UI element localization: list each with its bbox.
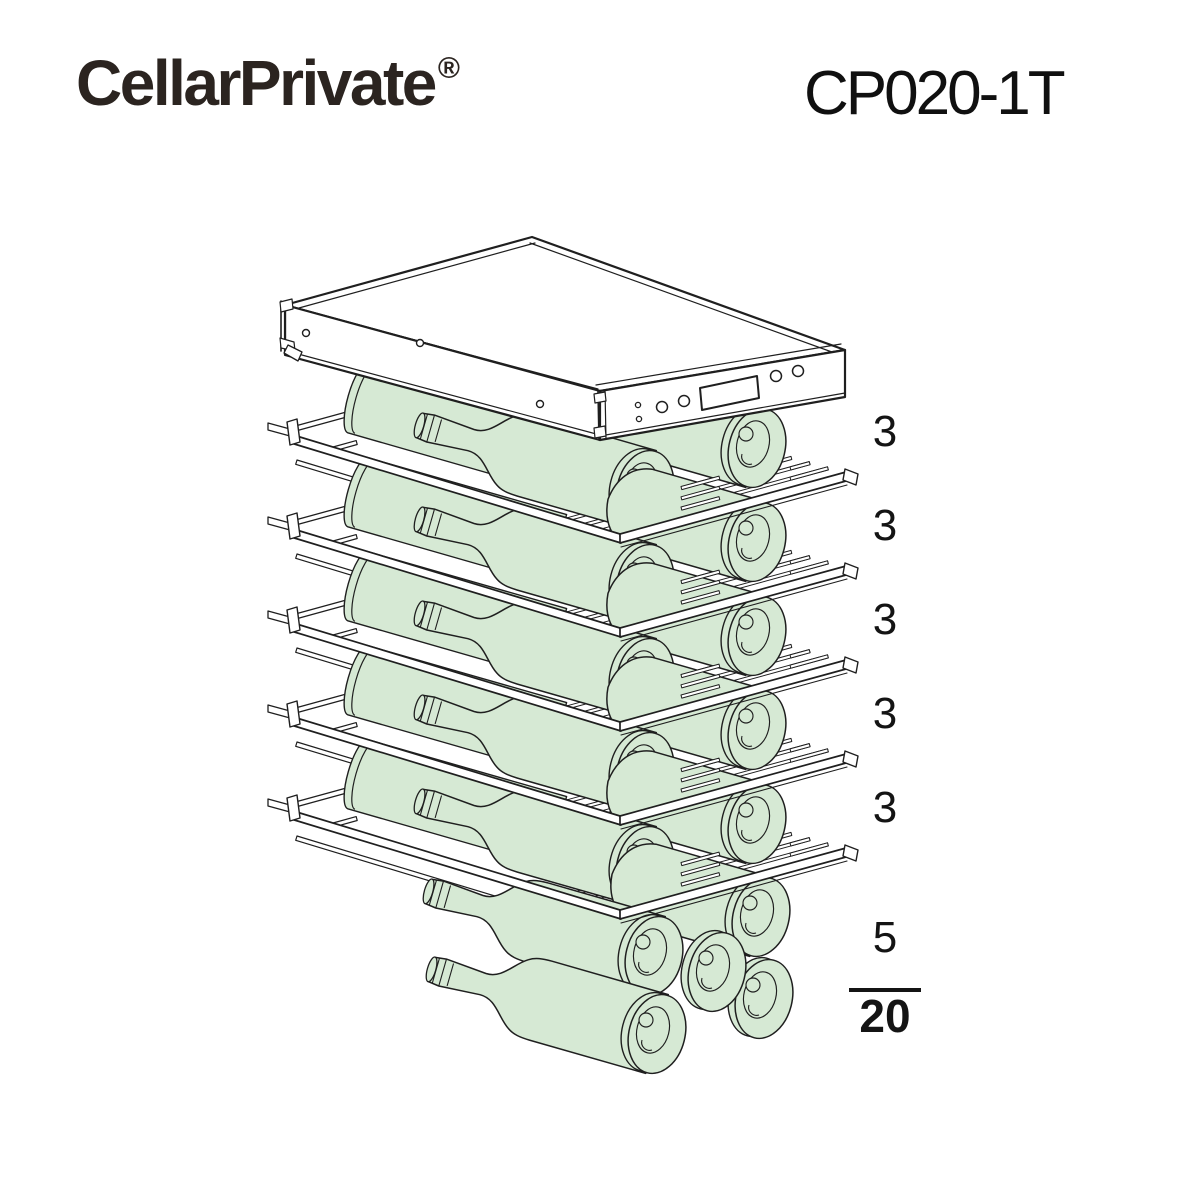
shelf-count-label-4: 3 bbox=[872, 689, 898, 738]
shelf-5 bbox=[267, 794, 859, 924]
loose-count-label: 5 bbox=[872, 913, 898, 962]
shelf-1 bbox=[267, 418, 859, 548]
bottle bbox=[680, 929, 747, 1013]
shelf-2 bbox=[267, 512, 859, 642]
total-divider bbox=[849, 988, 921, 992]
total-count-label: 20 bbox=[859, 990, 911, 1042]
registered-trademark-icon: ® bbox=[437, 52, 460, 85]
shelf-count-label-2: 3 bbox=[872, 501, 898, 550]
cabinet-top bbox=[279, 235, 847, 442]
shelf-count-label-5: 3 bbox=[872, 783, 898, 832]
brand-logo: CellarPrivate® bbox=[76, 46, 460, 120]
shelf-4 bbox=[267, 700, 859, 830]
display-panel bbox=[699, 375, 760, 411]
shelf-count-label-3: 3 bbox=[872, 595, 898, 644]
model-number: CP020-1T bbox=[804, 59, 1066, 128]
shelf-count-label-1: 3 bbox=[872, 407, 898, 456]
shelf-3 bbox=[267, 606, 859, 736]
bottle bbox=[425, 956, 687, 1075]
brand-name: CellarPrivate bbox=[76, 47, 437, 119]
